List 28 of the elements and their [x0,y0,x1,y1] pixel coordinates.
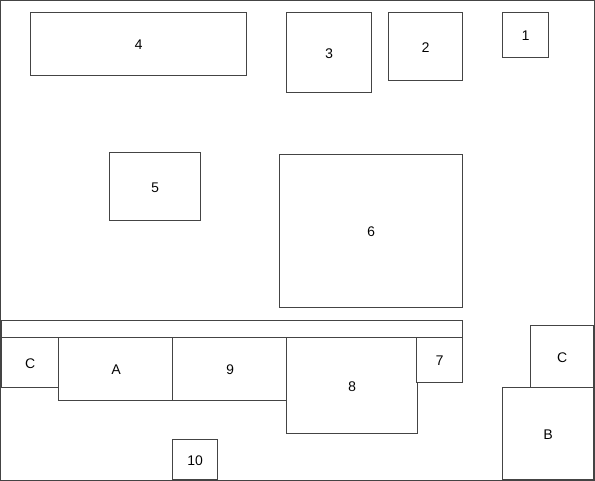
room-box [416,337,463,383]
room-label: 10 [187,452,203,466]
room-label: 4 [134,37,142,51]
room-box [279,154,463,308]
room-label: 6 [367,224,375,238]
room-box [502,387,594,480]
room-box [530,325,594,388]
room-box [502,12,549,58]
room-label: C [556,350,568,364]
room-box [109,152,201,221]
room-box [1,337,59,388]
room-label: 1 [522,28,530,42]
room-label: 5 [151,180,159,194]
room-box [388,12,463,81]
room-label: A [111,362,121,376]
room-label: 2 [422,40,430,54]
room-label: 8 [348,378,356,392]
room-label: 7 [436,353,444,367]
empty-box [1,320,463,338]
room-label: 9 [226,362,234,376]
room-box [286,12,372,93]
room-label: 3 [325,46,333,60]
room-label: C [24,356,36,370]
room-box [172,439,218,480]
room-box [286,337,418,434]
room-label: B [543,426,553,440]
room-box [30,12,247,76]
room-box [172,337,288,401]
